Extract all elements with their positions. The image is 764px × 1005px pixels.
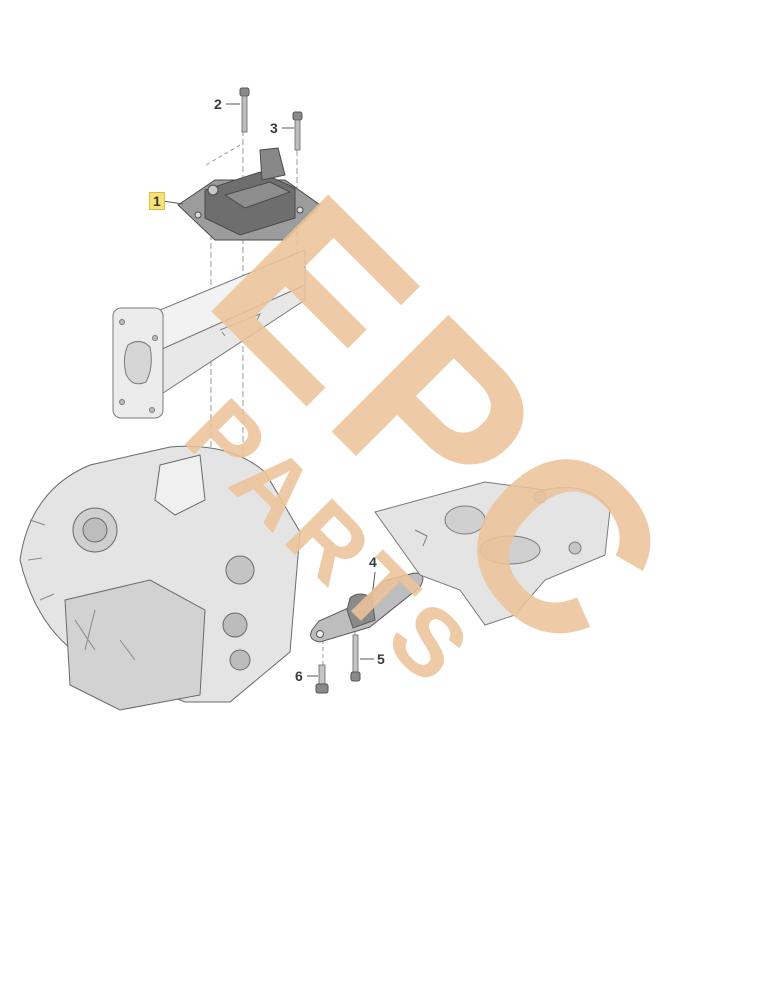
bolt-3-icon: [292, 111, 303, 151]
callout-1[interactable]: 1: [149, 192, 165, 210]
callout-2[interactable]: 2: [214, 96, 222, 112]
torque-support-arm-icon: [310, 572, 424, 643]
callout-6[interactable]: 6: [295, 668, 303, 684]
subframe-icon: [374, 481, 611, 626]
frame-rail-icon: [112, 249, 306, 419]
callout-4[interactable]: 4: [369, 554, 377, 570]
transmission-mount-icon: [177, 147, 321, 241]
transmission-housing-icon: [19, 445, 301, 711]
bolt-6-icon: [315, 664, 329, 694]
callout-3[interactable]: 3: [270, 120, 278, 136]
callout-leaders: [162, 103, 376, 677]
callout-5[interactable]: 5: [377, 651, 385, 667]
bolt-2-icon: [239, 87, 250, 133]
bolt-5-icon: [350, 634, 361, 682]
